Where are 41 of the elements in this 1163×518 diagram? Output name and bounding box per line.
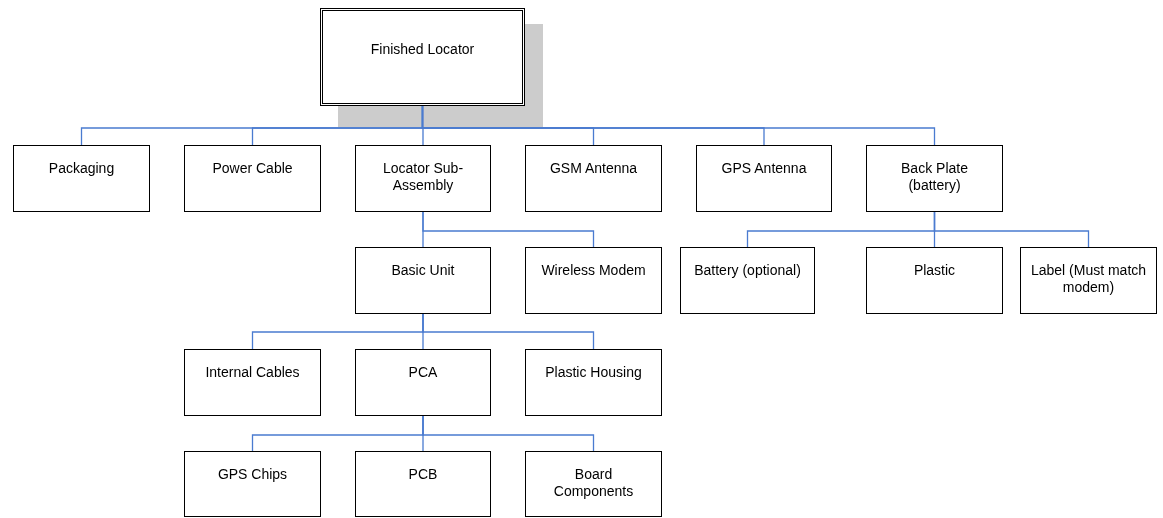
box-label: PCB xyxy=(408,466,438,483)
box-label: Back Plate (battery) xyxy=(900,160,969,194)
box-label: Battery (optional) xyxy=(694,262,801,279)
component-box xyxy=(355,145,491,212)
box-label: GSM Antenna xyxy=(549,160,638,177)
component-box xyxy=(525,451,662,517)
component-box xyxy=(525,349,662,416)
component-box xyxy=(184,145,321,212)
box-label: Power Cable xyxy=(212,160,293,177)
connector-line xyxy=(422,313,595,350)
box-label: Basic Unit xyxy=(391,262,455,279)
component-box xyxy=(13,145,150,212)
box-label: Plastic Housing xyxy=(545,364,642,381)
connector-line xyxy=(422,415,595,452)
component-box xyxy=(525,247,662,314)
box-label: Board Components xyxy=(552,466,635,500)
box-label: Label (Must match modem) xyxy=(1029,262,1148,296)
component-box xyxy=(1020,247,1157,314)
box-label: GPS Antenna xyxy=(721,160,807,177)
connector-line xyxy=(933,211,1090,248)
root-box xyxy=(320,8,525,106)
component-box xyxy=(866,247,1003,314)
component-box xyxy=(525,145,662,212)
component-box xyxy=(866,145,1003,212)
box-label: Finished Locator xyxy=(370,41,475,58)
box-label: Internal Cables xyxy=(205,364,300,381)
connector-line xyxy=(422,211,595,248)
component-box xyxy=(355,451,491,517)
component-box xyxy=(184,451,321,517)
box-label: GPS Chips xyxy=(217,466,288,483)
box-label: Plastic xyxy=(913,262,956,279)
box-label: Locator Sub-Assembly xyxy=(381,160,465,194)
component-box xyxy=(680,247,815,314)
component-box xyxy=(355,349,491,416)
component-box xyxy=(355,247,491,314)
component-box xyxy=(696,145,832,212)
box-label: Packaging xyxy=(48,160,115,177)
connector-line xyxy=(421,105,936,146)
box-label: Wireless Modem xyxy=(541,262,646,279)
box-label: PCA xyxy=(408,364,438,381)
component-box xyxy=(184,349,321,416)
